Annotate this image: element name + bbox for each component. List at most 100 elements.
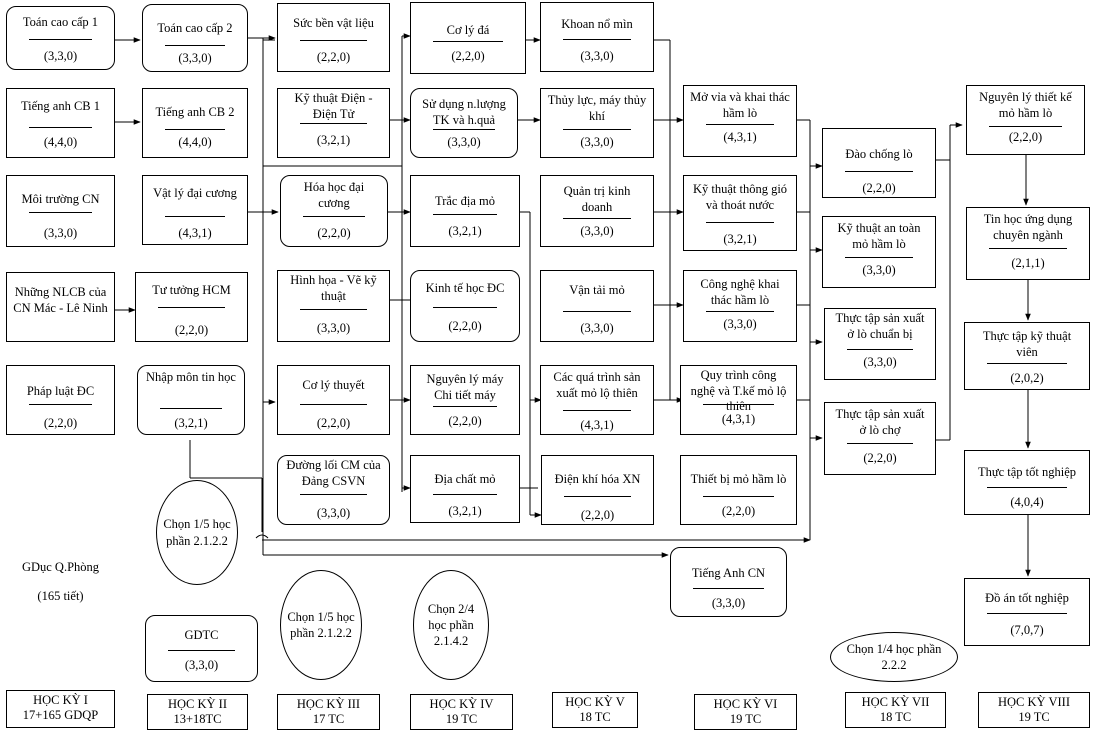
divider — [693, 588, 764, 589]
semester-name: HỌC KỲ III — [296, 697, 361, 711]
semester-name: HỌC KỲ I — [33, 693, 88, 707]
course-credits: (3,2,1) — [316, 133, 351, 147]
course-name: Các quá trình sản xuất mỏ lộ thiên — [553, 370, 641, 400]
course-name: Nhập môn tin học — [146, 370, 236, 384]
course-mo-via-khai-thac: Mở vỉa và khai thác hầm lò (4,3,1) — [683, 85, 797, 157]
course-duong-loi-cm: Đường lối CM của Đảng CSVN (3,3,0) — [277, 455, 390, 525]
course-credits: (2,2,0) — [451, 49, 485, 63]
course-credits: (2,1,1) — [1011, 256, 1045, 270]
course-thuc-tap-ky-thuat-vien: Thực tập kỹ thuật viên (2,0,2) — [964, 322, 1090, 390]
course-credits: (3,3,0) — [184, 658, 219, 672]
divider — [706, 311, 774, 312]
divider — [29, 404, 92, 405]
course-name: Cơ lý đá — [446, 23, 490, 37]
course-van-tai-mo: Vận tải mỏ (3,3,0) — [540, 270, 654, 342]
course-co-ly-thuyet: Cơ lý thuyết (2,2,0) — [277, 365, 390, 435]
course-ky-thuat-thong-gio: Kỹ thuật thông gió và thoát nước (3,2,1) — [683, 175, 797, 251]
semester-label-4: HỌC KỲ IV 19 TC — [410, 694, 513, 730]
course-credits: (7,0,7) — [1010, 623, 1044, 637]
divider — [29, 212, 92, 213]
course-name: Kỹ thuật an toàn mỏ hầm lò — [837, 221, 921, 251]
divider — [433, 41, 503, 42]
course-credits: (2,2,0) — [316, 416, 351, 430]
gdqp-name: GDục Q.Phòng — [21, 560, 100, 574]
course-name: Công nghệ khai thác hầm lò — [700, 277, 780, 307]
course-name: Địa chất mỏ — [434, 472, 496, 486]
course-name: Toán cao cấp 2 — [157, 21, 233, 35]
course-credits: (4,3,1) — [580, 418, 614, 432]
course-name: Những NLCB của CN Mác - Lê Ninh — [13, 285, 108, 315]
semester-name: HỌC KỲ II — [167, 697, 228, 711]
course-quy-trinh-cong-nghe: Quy trình công nghệ và T.kế mỏ lộ thiên … — [680, 365, 797, 435]
semester-credits: 18 TC — [579, 710, 611, 724]
course-credits: (2,2,0) — [43, 416, 78, 430]
divider — [989, 248, 1067, 249]
course-name: Kỹ thuật Điện - Điện Tử — [294, 91, 373, 121]
semester-label-7: HỌC KỲ VII 18 TC — [845, 692, 946, 728]
course-credits: (2,2,0) — [862, 181, 896, 195]
divider — [563, 129, 631, 130]
course-credits: (3,3,0) — [580, 321, 614, 335]
course-dao-chong-lo: Đào chống lò (2,2,0) — [822, 128, 936, 198]
course-credits: (4,3,1) — [721, 412, 756, 426]
course-name: Quy trình công nghệ và T.kế mỏ lộ thiên — [690, 368, 787, 414]
divider — [703, 404, 774, 405]
elective-text: Chọn 1/4 học phần 2.2.2 — [846, 641, 942, 672]
divider — [563, 218, 631, 219]
course-name: Mở vỉa và khai thác hầm lò — [690, 90, 790, 120]
course-credits: (2,2,0) — [1008, 130, 1043, 144]
divider — [564, 496, 631, 497]
course-credits: (3,3,0) — [711, 596, 746, 610]
course-nhung-nlcb: Những NLCB của CN Mác - Lê Ninh — [6, 272, 115, 342]
divider — [433, 129, 495, 130]
course-toan-cao-cap-2: Toán cao cấp 2 (3,3,0) — [142, 4, 248, 72]
gdqp-block: GDục Q.Phòng (165 tiết) — [6, 560, 115, 604]
course-ky-thuat-dien-dien-tu: Kỹ thuật Điện - Điện Tử (3,2,1) — [277, 88, 390, 158]
course-suc-ben-vat-lieu: Sức bền vật liệu (2,2,0) — [277, 3, 390, 72]
divider — [29, 39, 92, 40]
course-name: Quản trị kinh doanh — [563, 184, 631, 214]
course-cac-qua-trinh-san-xuat: Các quá trình sản xuất mỏ lộ thiên (4,3,… — [540, 365, 654, 435]
course-name: Thiết bị mỏ hầm lò — [690, 472, 787, 486]
course-hoa-hoc-dai-cuong: Hóa học đại cương (2,2,0) — [280, 175, 388, 247]
divider — [706, 222, 774, 223]
semester-label-8: HỌC KỲ VIII 19 TC — [978, 692, 1090, 728]
course-credits: (3,3,0) — [447, 135, 481, 149]
semester-name: HỌC KỲ VII — [861, 695, 930, 709]
course-name: Toán cao cấp 1 — [22, 15, 99, 29]
course-credits: (2,2,0) — [580, 508, 615, 522]
gdqp-credits: (165 tiết) — [37, 589, 84, 603]
course-kinh-te-hoc-dc: Kinh tế học ĐC (2,2,0) — [410, 270, 520, 342]
course-co-ly-da: Cơ lý đá (2,2,0) — [410, 2, 526, 74]
divider — [987, 363, 1067, 364]
divider — [300, 309, 367, 310]
course-credits: (3,2,1) — [174, 416, 208, 430]
course-name: Nguyên lý thiết kế mỏ hầm lò — [979, 90, 1072, 120]
elective-sem3: Chọn 1/5 học phần 2.1.2.2 — [280, 570, 362, 680]
elective-sem2: Chọn 1/5 học phần 2.1.2.2 — [156, 480, 238, 585]
semester-credits: 18 TC — [879, 710, 912, 724]
divider — [300, 123, 367, 124]
course-phap-luat-dc: Pháp luật ĐC (2,2,0) — [6, 365, 115, 435]
course-name: Tiếng Anh CN — [691, 566, 766, 580]
semester-credits: 17+165 GDQP — [22, 708, 99, 722]
divider — [433, 406, 497, 407]
course-moi-truong-cn: Môi trường CN (3,3,0) — [6, 175, 115, 247]
course-credits: (2,2,0) — [448, 414, 482, 428]
course-name: Môi trường CN — [21, 192, 100, 206]
course-name: Kinh tế học ĐC — [425, 281, 505, 295]
course-name: Tiếng anh CB 1 — [20, 99, 101, 113]
course-do-an-tot-nghiep: Đồ án tốt nghiệp (7,0,7) — [964, 578, 1090, 646]
divider — [303, 216, 365, 217]
course-vat-ly-dai-cuong: Vật lý đại cương (4,3,1) — [142, 175, 248, 245]
divider — [165, 129, 225, 130]
divider — [703, 496, 774, 497]
divider — [433, 214, 497, 215]
course-name: Thực tập kỹ thuật viên — [982, 329, 1072, 359]
semester-name: HỌC KỲ IV — [429, 697, 494, 711]
course-credits: (4,0,4) — [1010, 495, 1044, 509]
course-credits: (3,3,0) — [580, 224, 614, 238]
course-toan-cao-cap-1: Toán cao cấp 1 (3,3,0) — [6, 6, 115, 70]
course-su-dung-nang-luong: Sử dụng n.lượng TK và h.quả (3,3,0) — [410, 88, 518, 158]
